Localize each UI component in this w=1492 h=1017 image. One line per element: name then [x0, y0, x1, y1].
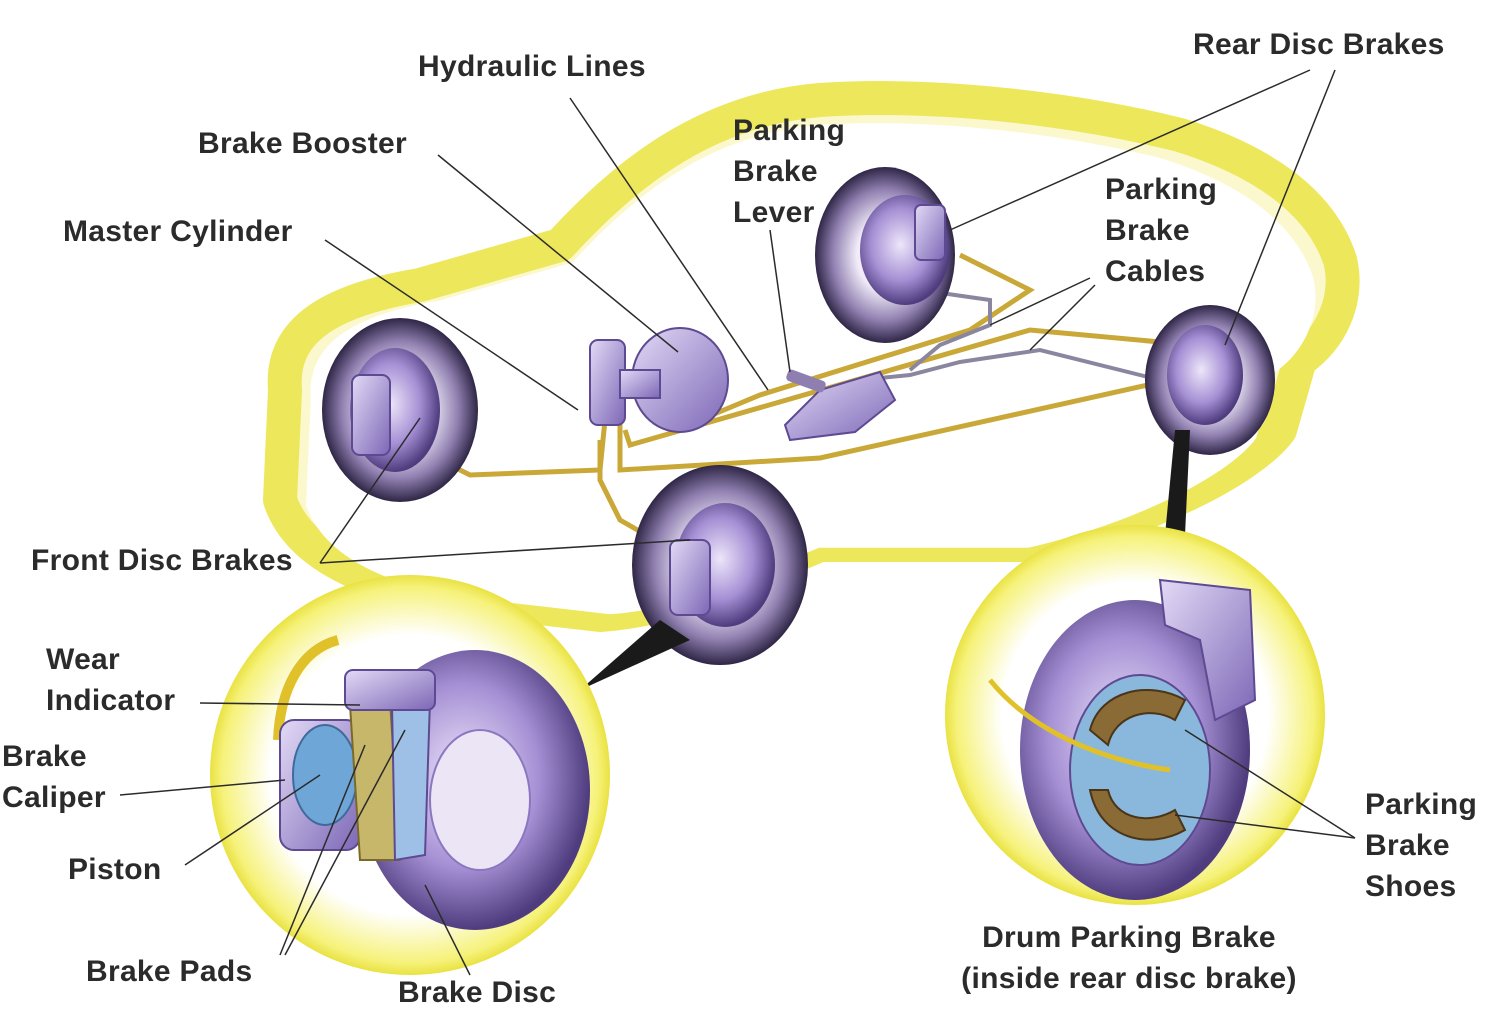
- label-wear-indicator: Wear Indicator: [46, 643, 176, 717]
- master-cylinder-booster: [589, 327, 729, 433]
- label-parking-brake-cables: Parking Brake Cables: [1105, 173, 1218, 288]
- label-brake-caliper: Brake Caliper: [2, 740, 106, 814]
- label-rear-disc-brakes: Rear Disc Brakes: [1193, 28, 1445, 61]
- label-hydraulic-lines: Hydraulic Lines: [418, 50, 646, 83]
- label-front-disc-brakes: Front Disc Brakes: [31, 544, 293, 577]
- label-brake-booster: Brake Booster: [198, 127, 407, 160]
- rear-detail-pointer: [1165, 430, 1190, 535]
- parking-brake-shoe-shape: [1088, 689, 1187, 747]
- front-disc-detail-circle: [210, 575, 610, 975]
- leader-lines: [119, 69, 1356, 976]
- label-drum-parking-brake: Drum Parking Brake (inside rear disc bra…: [961, 921, 1297, 995]
- label-brake-pads: Brake Pads: [86, 955, 253, 988]
- front-detail-pointer: [580, 620, 690, 690]
- drum-parking-brake-detail-circle: [945, 525, 1325, 905]
- parking-brake-lever: [783, 369, 897, 442]
- wear-indicator-wire: [273, 635, 340, 741]
- label-brake-disc: Brake Disc: [398, 976, 557, 1009]
- label-parking-brake-shoes: Parking Brake Shoes: [1365, 788, 1478, 903]
- label-piston: Piston: [68, 853, 162, 886]
- piston-shape: [292, 724, 358, 826]
- rear-right-wheel: [1145, 305, 1275, 455]
- label-master-cylinder: Master Cylinder: [63, 215, 293, 248]
- label-parking-brake-lever: Parking Brake Lever: [733, 114, 846, 229]
- front-left-wheel: [322, 318, 478, 502]
- rear-left-wheel: [815, 167, 955, 343]
